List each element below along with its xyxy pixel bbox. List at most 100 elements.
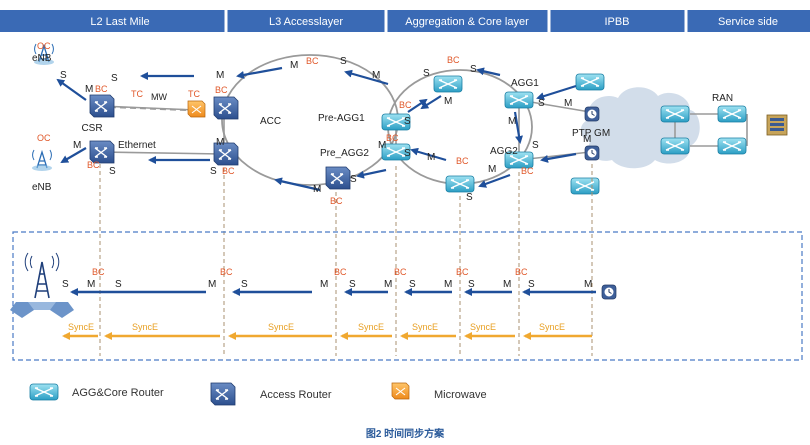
svg-text:S: S <box>528 279 535 290</box>
svg-text:S: S <box>350 174 357 185</box>
svg-text:S: S <box>404 116 411 127</box>
svg-text:OC: OC <box>37 133 51 143</box>
label-agg2: AGG2 <box>490 146 518 157</box>
svg-text:M: M <box>444 279 452 290</box>
csr-router-icon <box>89 94 115 118</box>
header-l3-access: L3 Accesslayer <box>269 16 343 28</box>
svg-text:M: M <box>488 164 496 175</box>
svg-text:S: S <box>340 56 347 67</box>
svg-text:M: M <box>216 70 224 81</box>
ran-router-4-icon <box>717 137 747 155</box>
svg-text:S: S <box>115 279 122 290</box>
svg-text:BC: BC <box>399 100 412 110</box>
svg-text:BC: BC <box>87 160 100 170</box>
svg-text:SyncE: SyncE <box>539 322 565 332</box>
ipbb-router-top-icon <box>575 73 605 91</box>
svg-text:S: S <box>62 279 69 290</box>
svg-text:BC: BC <box>222 166 235 176</box>
svg-text:M: M <box>384 279 392 290</box>
vertical-guides <box>99 164 593 356</box>
svg-text:BC: BC <box>334 267 347 277</box>
label-enb-bottom: eNB <box>32 182 52 193</box>
chain-bc-labels: BC BC BC BC BC BC <box>92 267 528 277</box>
svg-text:M: M <box>216 137 224 148</box>
svg-text:BC: BC <box>515 267 528 277</box>
legend-agg-core-label: AGG&Core Router <box>72 387 164 399</box>
legend-access-label: Access Router <box>260 389 332 401</box>
ran-router-2-icon <box>717 105 747 123</box>
svg-text:OC: OC <box>37 41 51 51</box>
agg1-router-icon <box>504 91 534 109</box>
svg-text:SyncE: SyncE <box>268 322 294 332</box>
svg-text:M: M <box>320 279 328 290</box>
microwave-icon <box>187 100 206 118</box>
legend: AGG&Core Router Access Router Microwave <box>29 382 487 406</box>
label-agg1: AGG1 <box>511 78 539 89</box>
svg-text:S: S <box>404 148 411 159</box>
label-ran: RAN <box>712 93 733 104</box>
access-router-ring-icon <box>325 166 351 190</box>
svg-text:BC: BC <box>215 85 228 95</box>
label-pre-agg1: Pre-AGG1 <box>318 113 365 124</box>
svg-text:S: S <box>470 64 477 75</box>
svg-text:BC: BC <box>456 267 469 277</box>
svg-text:M: M <box>372 70 380 81</box>
label-enb-top: eNB <box>32 53 52 64</box>
header-ipbb: IPBB <box>604 16 629 28</box>
ipbb-router-bottom-icon <box>570 177 600 195</box>
legend-agg-core-icon <box>29 383 59 401</box>
enb-bottom-icon <box>32 149 52 171</box>
svg-text:M: M <box>584 279 592 290</box>
svg-text:M: M <box>378 140 386 151</box>
svg-text:SyncE: SyncE <box>358 322 384 332</box>
svg-text:BC: BC <box>456 156 469 166</box>
label-acc: ACC <box>260 116 281 127</box>
svg-text:M: M <box>85 84 93 95</box>
top-master-slave-labels: S M S M S M M S M S M S M S S M S M M S … <box>60 56 591 203</box>
legend-microwave-icon <box>391 382 410 400</box>
svg-text:BC: BC <box>220 267 233 277</box>
svg-text:BC: BC <box>394 267 407 277</box>
svg-text:BC: BC <box>386 133 399 143</box>
svg-text:M: M <box>208 279 216 290</box>
svg-text:M: M <box>427 152 435 163</box>
svg-text:BC: BC <box>330 196 343 206</box>
top-sync-arrows <box>56 66 577 192</box>
ptp-gm-clock-bottom-icon <box>584 145 600 161</box>
svg-text:BC: BC <box>306 56 319 66</box>
label-mw: MW <box>151 92 167 102</box>
svg-text:SyncE: SyncE <box>470 322 496 332</box>
svg-text:SyncE: SyncE <box>68 322 94 332</box>
svg-text:S: S <box>109 166 116 177</box>
enb-top-icon <box>34 43 54 65</box>
synce-labels: SyncE SyncE SyncE SyncE SyncE SyncE Sync… <box>68 322 565 332</box>
svg-text:M: M <box>87 279 95 290</box>
svg-text:S: S <box>111 73 118 84</box>
svg-text:S: S <box>532 140 539 151</box>
header-aggregation-core: Aggregation & Core layer <box>405 16 529 28</box>
header-l2-last-mile: L2 Last Mile <box>90 16 149 28</box>
figure-caption: 图2 时间同步方案 <box>366 427 445 440</box>
acc-router-top-icon <box>213 96 239 120</box>
svg-text:S: S <box>468 279 475 290</box>
svg-text:M: M <box>583 134 591 145</box>
top-clock-type-labels: OC BC TC TC OC BC BC BC BC BC BC BC BC B… <box>37 41 534 206</box>
sync-chain-box <box>12 231 803 361</box>
svg-text:M: M <box>290 60 298 71</box>
label-ptp-gm: PTP GM <box>572 128 610 139</box>
svg-text:M: M <box>313 184 321 195</box>
svg-text:SyncE: SyncE <box>412 322 438 332</box>
ptp-gm-chain-clock-icon <box>601 284 617 300</box>
layer-header: L2 Last Mile L3 Accesslayer Aggregation … <box>0 10 810 32</box>
ptp-gm-clock-top-icon <box>584 106 600 122</box>
header-service-side: Service side <box>718 16 778 28</box>
svg-text:BC: BC <box>521 166 534 176</box>
svg-text:S: S <box>538 98 545 109</box>
svg-text:S: S <box>423 68 430 79</box>
svg-text:S: S <box>241 279 248 290</box>
svg-text:BC: BC <box>447 55 460 65</box>
ran-router-3-icon <box>660 137 690 155</box>
label-csr: CSR <box>81 123 102 134</box>
base-station-icon <box>10 252 74 318</box>
